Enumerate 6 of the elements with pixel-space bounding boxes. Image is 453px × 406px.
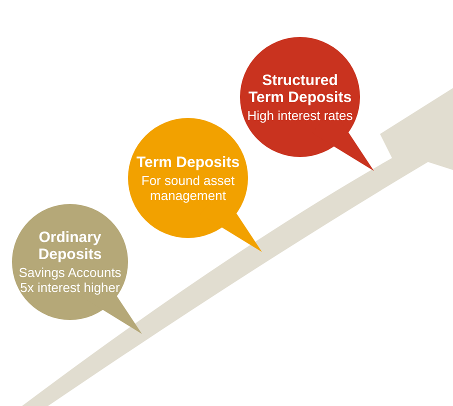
bubble-heading: Term Deposits [136,154,240,170]
bubble-text: Savings Accounts 5x interest higher [18,265,122,295]
bubble-heading: Ordinary Deposits [37,229,103,263]
bubble-heading: Structured Term Deposits [247,72,353,106]
bubble-text: High interest rates [247,108,353,122]
bubble-text: For sound asset management [140,172,236,202]
